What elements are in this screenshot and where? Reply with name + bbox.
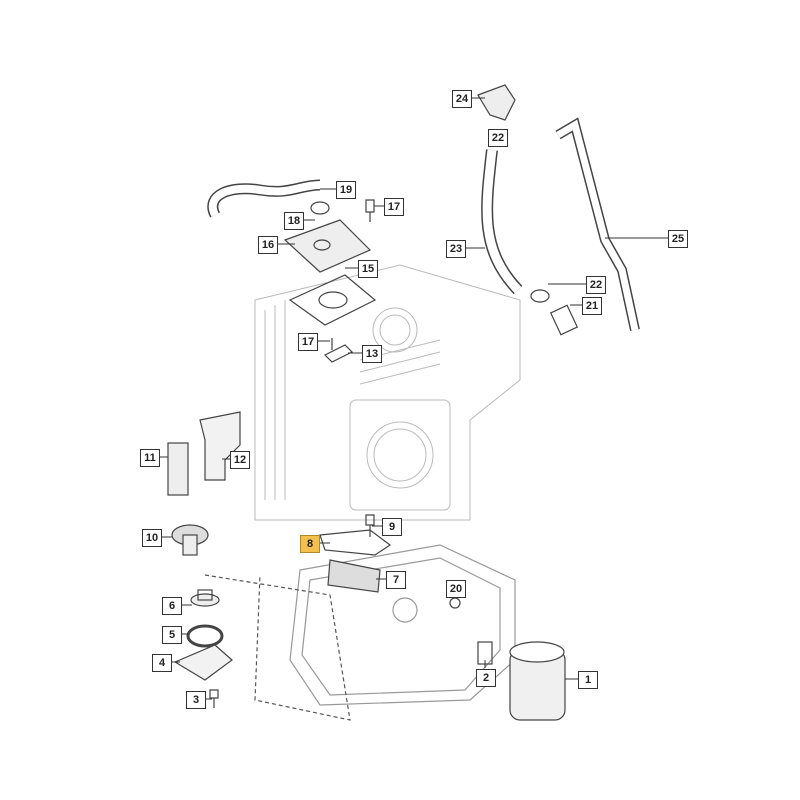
callout-11[interactable]: 11 (140, 449, 160, 467)
dashed-reference (204, 574, 351, 721)
gasket (288, 274, 377, 326)
callout-23[interactable]: 23 (446, 240, 466, 258)
callout-17a[interactable]: 17 (384, 198, 404, 216)
callout-9[interactable]: 9 (382, 518, 402, 536)
callout-22b[interactable]: 22 (586, 276, 606, 294)
baffle-plate (319, 529, 392, 556)
callout-15[interactable]: 15 (358, 260, 378, 278)
callout-24[interactable]: 24 (452, 90, 472, 108)
callout-12[interactable]: 12 (230, 451, 250, 469)
breather-cover (283, 219, 372, 273)
oil-screen (327, 559, 381, 593)
callout-4[interactable]: 4 (152, 654, 172, 672)
engine-block (254, 264, 521, 521)
callout-21[interactable]: 21 (582, 297, 602, 315)
foam-filter (167, 442, 189, 496)
callout-20[interactable]: 20 (446, 580, 466, 598)
callout-8[interactable]: 8 (300, 535, 320, 553)
callout-2[interactable]: 2 (476, 669, 496, 687)
callout-19[interactable]: 19 (336, 181, 356, 199)
callout-7[interactable]: 7 (386, 571, 406, 589)
callout-17b[interactable]: 17 (298, 333, 318, 351)
callout-13[interactable]: 13 (362, 345, 382, 363)
callout-18[interactable]: 18 (284, 212, 304, 230)
callout-1[interactable]: 1 (578, 671, 598, 689)
callout-16[interactable]: 16 (258, 236, 278, 254)
callout-22a[interactable]: 22 (488, 129, 508, 147)
callout-3[interactable]: 3 (186, 691, 206, 709)
callout-5[interactable]: 5 (162, 626, 182, 644)
callout-10[interactable]: 10 (142, 529, 162, 547)
callout-6[interactable]: 6 (162, 597, 182, 615)
callout-25[interactable]: 25 (668, 230, 688, 248)
